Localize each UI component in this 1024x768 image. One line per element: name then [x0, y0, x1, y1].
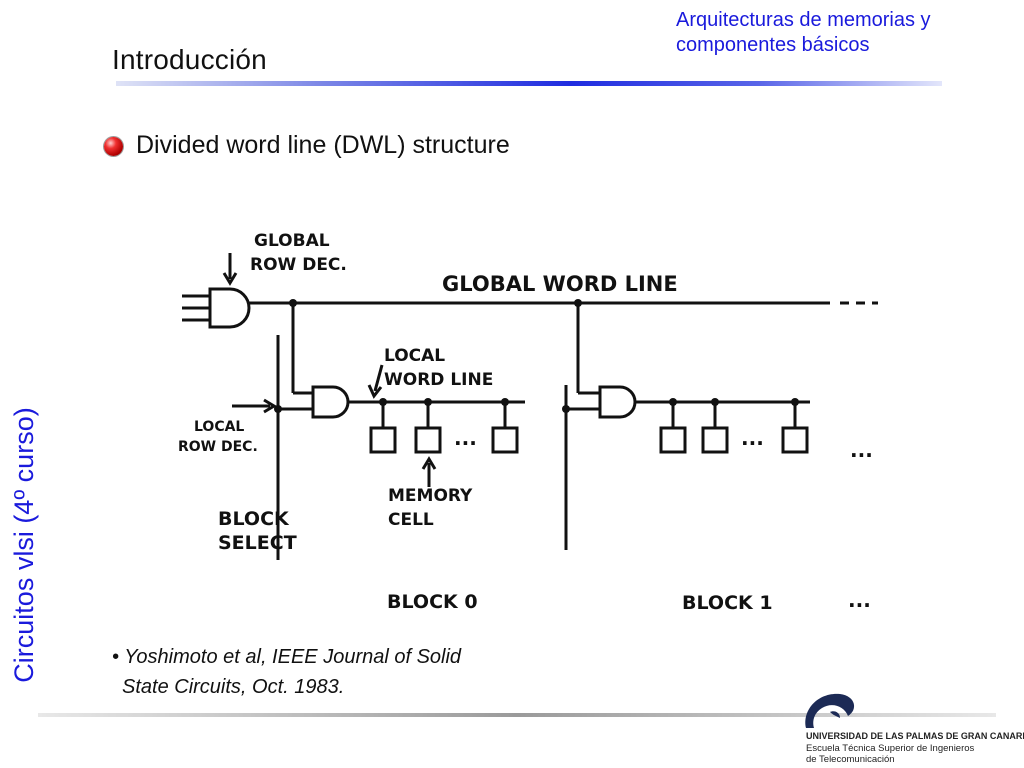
citation-line2: State Circuits, Oct. 1983.	[122, 676, 345, 698]
local-row-dec-label-1: LOCAL	[194, 419, 244, 435]
junction-dot	[574, 299, 582, 307]
footer-divider	[38, 713, 996, 717]
memory-cell-arrowhead	[421, 456, 437, 470]
junction-dot	[562, 405, 570, 413]
block0-label: BLOCK 0	[387, 591, 478, 613]
header-title-line2: componentes básicos	[676, 34, 870, 56]
block-select-label-2: SELECT	[218, 532, 297, 554]
junction-dot	[289, 299, 297, 307]
local-word-line-arrowhead	[367, 384, 383, 399]
block0-memory-cell-2	[414, 426, 442, 454]
block1-local-row-decoder-gate	[598, 385, 637, 419]
local-word-line-label-2: WORD LINE	[384, 370, 493, 390]
block1-cells-ellipsis: ...	[741, 426, 764, 450]
footer-school-line1: Escuela Técnica Superior de Ingenieros	[806, 743, 975, 754]
block-select-label-1: BLOCK	[218, 508, 290, 530]
junction-dot	[669, 398, 677, 406]
junction-dot	[379, 398, 387, 406]
global-row-dec-label-1: GLOBAL	[254, 231, 330, 251]
bullet-text: Divided word line (DWL) structure	[136, 131, 510, 159]
block1-memory-cell-2	[701, 426, 729, 454]
citation: • Yoshimoto et al, IEEE Journal of Solid…	[112, 642, 461, 702]
footer-school-line2: de Telecomunicación	[806, 754, 895, 765]
local-word-line-label-1: LOCAL	[384, 346, 445, 366]
slide-title: Introducción	[112, 44, 267, 75]
global-row-decoder-gate	[208, 287, 251, 329]
header-title: Arquitecturas de memorias y componentes …	[676, 8, 1016, 58]
bullet-icon	[104, 137, 123, 156]
block1-label: BLOCK 1	[682, 592, 773, 614]
block1-memory-cell-3	[781, 426, 809, 454]
university-logo-icon	[805, 693, 855, 728]
header-title-line1: Arquitecturas de memorias y	[676, 9, 931, 31]
memory-cell-label-1: MEMORY	[388, 486, 473, 506]
title-divider	[116, 81, 942, 86]
junction-dot	[711, 398, 719, 406]
junction-dot	[501, 398, 509, 406]
junction-dot	[274, 405, 282, 413]
more-blocks-ellipsis: ...	[850, 438, 873, 462]
memory-cell-label-2: CELL	[388, 510, 434, 530]
global-row-dec-arrowhead	[222, 272, 238, 286]
side-course-label: Circuitos vlsi (4º curso)	[9, 407, 39, 683]
block0-memory-cell-1	[369, 426, 397, 454]
junction-dot	[791, 398, 799, 406]
global-row-dec-label-2: ROW DEC.	[250, 255, 347, 275]
block0-cells-ellipsis: ...	[454, 426, 477, 450]
footer-university: UNIVERSIDAD DE LAS PALMAS DE GRAN CANARI…	[806, 731, 1024, 741]
local-row-dec-label-2: ROW DEC.	[178, 439, 258, 455]
block1-memory-cell-1	[659, 426, 687, 454]
junction-dot	[424, 398, 432, 406]
local-row-dec-arrowhead	[263, 398, 277, 414]
local-word-line-arrow	[373, 364, 384, 392]
block0-memory-cell-3	[491, 426, 519, 454]
more-blocks-label-ellipsis: ...	[848, 588, 871, 612]
citation-line1: • Yoshimoto et al, IEEE Journal of Solid	[112, 646, 462, 668]
footer-school: Escuela Técnica Superior de Ingenieros d…	[806, 743, 974, 765]
block0-local-row-decoder-gate	[311, 385, 350, 419]
global-word-line-label: GLOBAL WORD LINE	[442, 272, 678, 296]
dwl-diagram: GLOBAL ROW DEC. GLOBAL WORD LINE LOCAL W…	[178, 231, 878, 614]
